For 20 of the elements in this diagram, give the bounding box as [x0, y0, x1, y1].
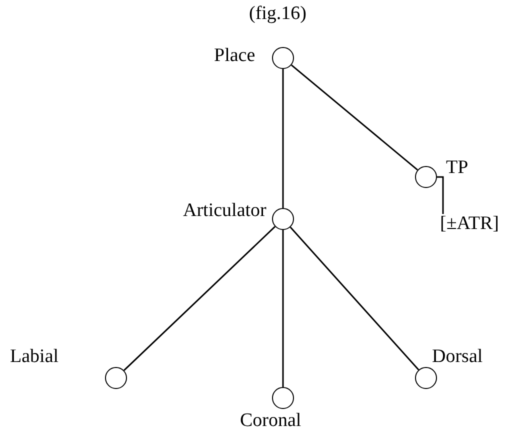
- tree-node-circle: [415, 367, 437, 389]
- tree-node-circle: [272, 208, 294, 230]
- connector-line: [282, 69, 284, 208]
- node-label: Labial: [10, 347, 59, 366]
- tree-node-circle: [272, 47, 294, 69]
- tree-node-circle: [105, 367, 127, 389]
- figure-number: (fig.16): [249, 4, 307, 23]
- node-label: Coronal: [240, 411, 302, 429]
- node-label: TP: [446, 158, 468, 177]
- tree-node-circle: [415, 166, 437, 188]
- tree-node-circle: [272, 387, 294, 409]
- node-label: Articulator: [183, 201, 266, 220]
- node-label: Place: [214, 46, 256, 65]
- node-label: Dorsal: [432, 347, 483, 366]
- connector-line: [437, 176, 444, 214]
- connector-line: [290, 64, 418, 171]
- connector-line: [282, 230, 284, 387]
- connector-line: [290, 226, 420, 370]
- connector-line: [123, 226, 276, 371]
- feature-label: [±ATR]: [440, 214, 499, 233]
